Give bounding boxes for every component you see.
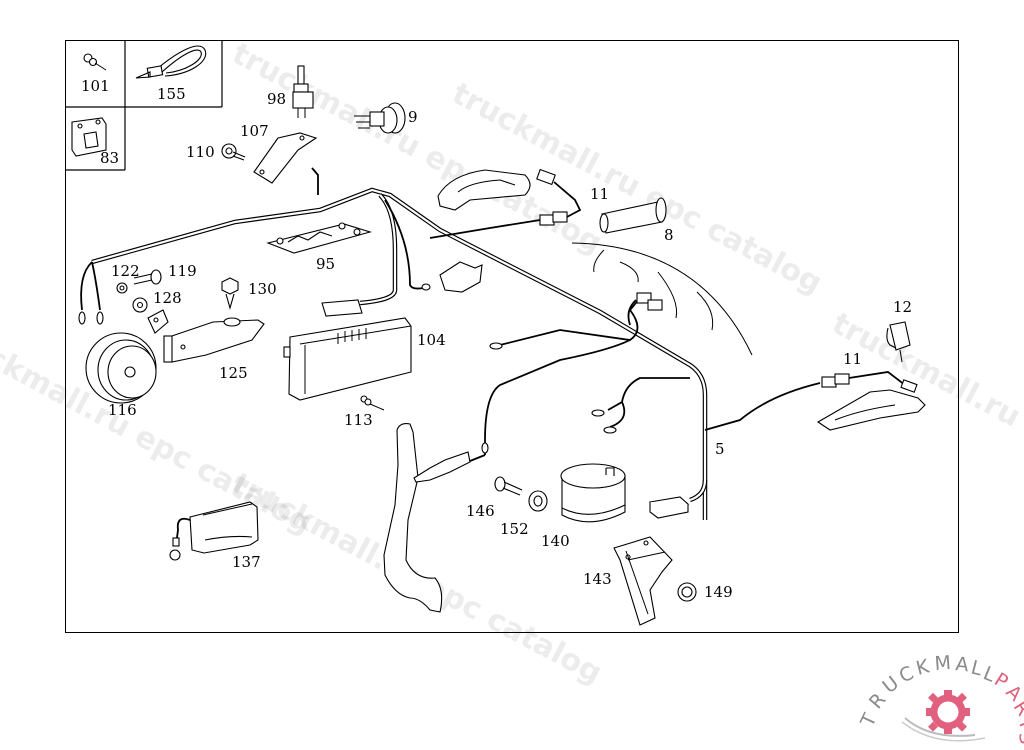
label-116: 116 [108,401,137,419]
part-107-plate[interactable] [253,132,318,184]
part-83-bracket[interactable] [71,117,107,157]
part-137-lamp-housing[interactable] [169,501,259,561]
part-11-handle-bottom[interactable] [816,371,926,431]
truckmallparts-logo[interactable]: T R U C K M A L L P A R T S [856,652,1024,746]
part-149-nut[interactable] [677,582,697,602]
label-149: 149 [704,583,733,601]
label-107: 107 [240,122,269,140]
svg-text:K: K [914,655,932,679]
part-5-connector[interactable] [648,496,690,519]
sensor-connector[interactable] [439,261,483,293]
svg-text:R: R [865,689,890,713]
svg-text:M: M [934,652,952,675]
part-140-relay[interactable] [560,463,626,523]
part-9-plug[interactable] [354,102,406,134]
svg-text:C: C [896,662,917,688]
part-146-bolt[interactable] [494,476,523,496]
label-128: 128 [153,289,182,307]
svg-text:T: T [1013,713,1024,733]
label-12: 12 [893,298,912,316]
diagram-frame [65,40,959,633]
label-122: 122 [111,262,140,280]
part-98-switch[interactable] [292,65,314,118]
connector-plug[interactable] [627,292,663,326]
label-11-bottom: 11 [843,350,862,368]
part-8-lamp[interactable] [599,197,667,234]
part-116-horn[interactable] [85,309,169,404]
label-95: 95 [316,255,335,273]
part-11-handle-top[interactable] [437,168,582,226]
label-155: 155 [157,85,186,103]
part-143-bracket[interactable] [613,536,673,626]
label-11-top: 11 [590,185,609,203]
part-101-rivet[interactable] [83,53,107,71]
dashboard-outline [571,242,753,356]
label-125: 125 [219,364,248,382]
wire-terminals [78,283,617,454]
label-119: 119 [168,262,197,280]
svg-text:S: S [1014,731,1024,746]
label-113: 113 [344,411,373,429]
label-104: 104 [417,331,446,349]
label-101: 101 [81,77,110,95]
part-12-switch[interactable] [886,321,911,363]
label-146: 146 [466,502,495,520]
part-95-board[interactable] [266,222,372,254]
label-152: 152 [500,520,529,538]
label-130: 130 [248,280,277,298]
label-137: 137 [232,553,261,571]
part-harness-lower[interactable] [383,423,471,613]
svg-text:A: A [954,653,969,676]
part-122-washer[interactable] [116,282,128,294]
part-125-bracket[interactable] [163,317,265,363]
label-140: 140 [541,532,570,550]
part-104-control-unit[interactable] [283,299,412,401]
part-128-nut[interactable] [132,297,148,313]
label-8: 8 [664,226,674,244]
label-98: 98 [267,90,286,108]
part-110-screw[interactable] [221,143,246,161]
part-155-cable-tie[interactable] [135,45,207,79]
part-119-bolt[interactable] [133,269,162,285]
wiring-harness-main[interactable] [91,187,708,520]
part-152-spacer[interactable] [528,490,548,512]
label-5: 5 [715,440,725,458]
inset-boxes [65,40,223,171]
svg-text:T: T [856,710,881,731]
label-9: 9 [408,108,418,126]
label-110: 110 [186,143,215,161]
label-143: 143 [583,570,612,588]
part-130-screw[interactable] [221,277,239,311]
part-113-clip[interactable] [360,395,385,411]
gear-icon [901,690,986,742]
label-83: 83 [100,149,119,167]
